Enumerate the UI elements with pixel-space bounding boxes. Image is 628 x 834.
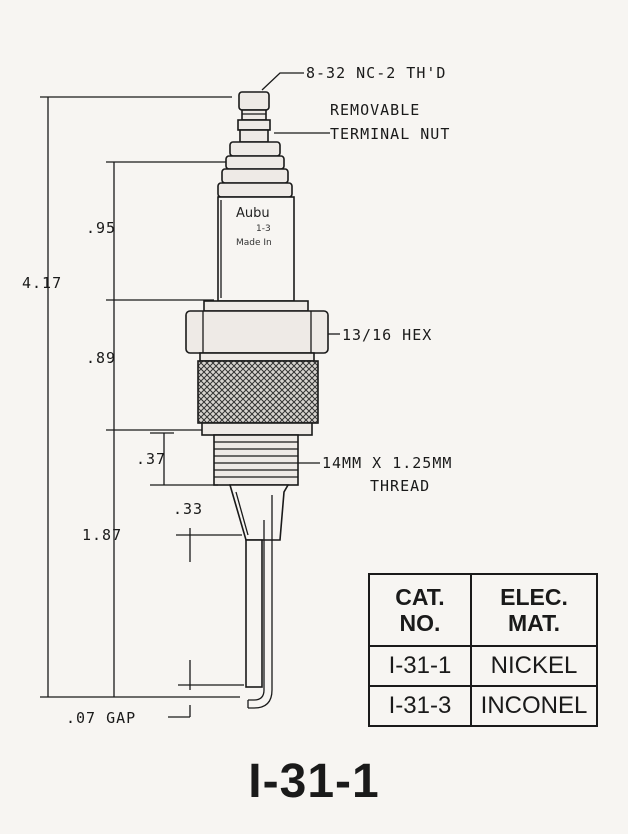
dim-overall: 4.17 [22,274,62,292]
header-cat-no: CAT.NO. [368,573,472,647]
table-row: I-31-3 INCONEL [368,685,598,727]
electrode-body [185,91,329,709]
electrode-rod [245,539,263,688]
callout-thread-line2: THREAD [370,477,430,495]
part-number-title: I-31-1 [248,755,380,808]
table-header-row: CAT.NO. ELEC.MAT. [368,573,598,647]
dim-middle: .89 [86,349,116,367]
callout-gap: .07 GAP [66,709,136,727]
header-elec-mat: ELEC.MAT. [470,573,598,647]
spec-table: CAT.NO. ELEC.MAT. I-31-1 NICKEL I-31-3 I… [368,573,598,727]
callout-nut-line1: REMOVABLE [330,101,420,119]
callout-hex: 13/16 HEX [342,326,432,344]
callout-nut-line2: TERMINAL NUT [330,125,450,143]
dim-lower: 1.87 [82,526,122,544]
terminal-nut [238,91,270,111]
cell-cat-no: I-31-1 [368,645,472,687]
stamp-origin: Made In [236,238,272,248]
cell-cat-no: I-31-3 [368,685,472,727]
callout-thread-line1: 14MM X 1.25MM [322,454,452,472]
dim-thread-length: .37 [136,450,166,468]
insulator [217,196,295,302]
dim-upper: .95 [86,219,116,237]
callout-thread-top: 8-32 NC-2 TH'D [306,64,446,82]
knurled-nut [197,360,319,424]
cell-elec-mat: INCONEL [470,685,598,727]
stamp-brand: Aubu [236,206,270,221]
insulator-tip [228,484,290,541]
ground-rod [248,520,265,701]
dimension-lines [40,72,340,718]
dim-tip-offset: .33 [173,500,203,518]
cell-elec-mat: NICKEL [470,645,598,687]
hex-nut [185,310,329,354]
stamp-model: 1-3 [256,224,271,234]
table-row: I-31-1 NICKEL [368,645,598,687]
